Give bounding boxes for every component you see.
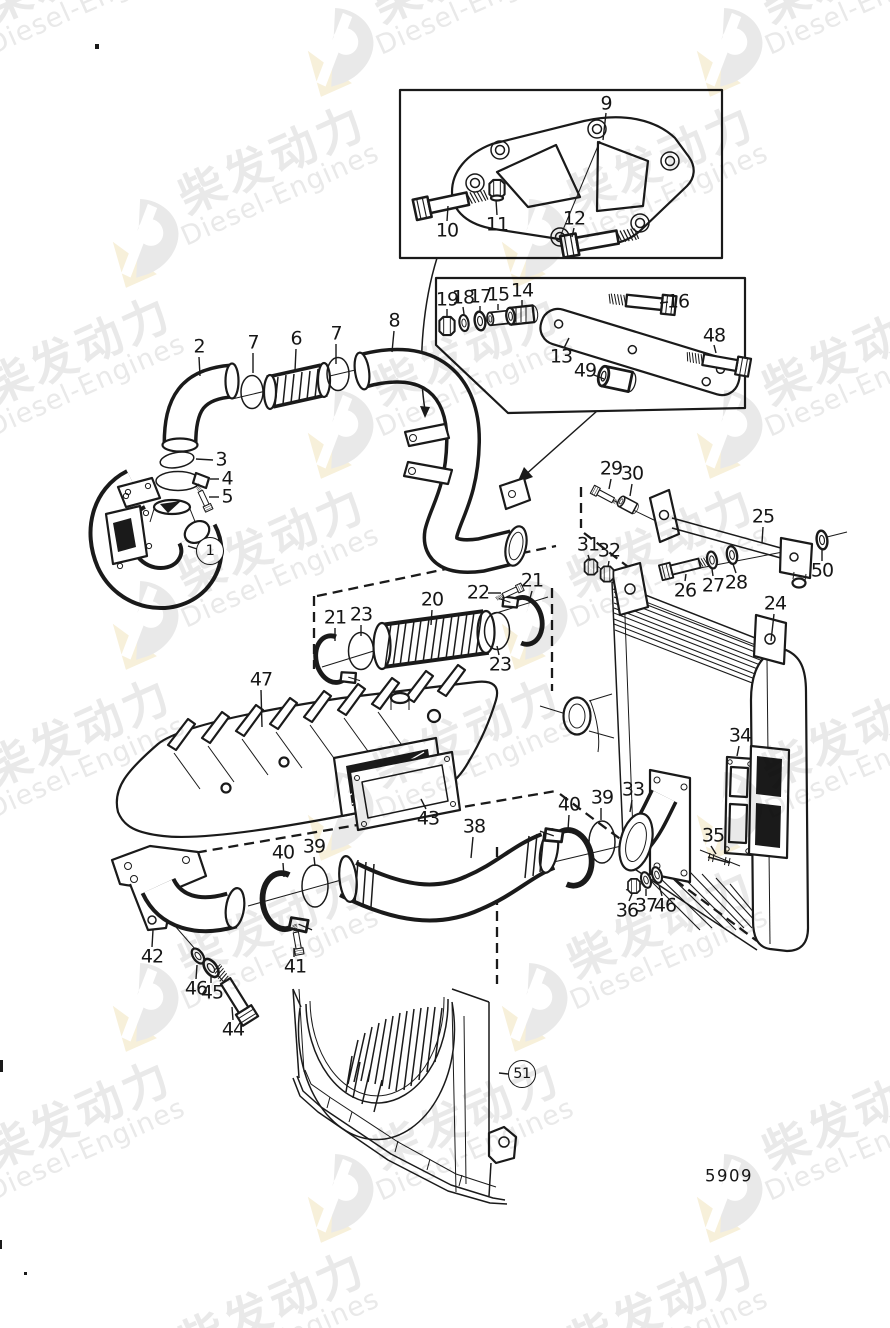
leader-line-1-21 <box>187 545 198 550</box>
intercooler-assembly <box>562 484 830 953</box>
leader-line-2-13 <box>198 356 201 377</box>
leader-line-16-9 <box>659 301 669 304</box>
scan-speckles <box>0 44 99 1275</box>
fan-shroud-51 <box>292 988 518 1205</box>
stay-rod-25 <box>671 517 789 561</box>
leader-line-20-24 <box>430 609 433 626</box>
washer-45 <box>199 955 223 981</box>
leader-line-34-38 <box>736 745 740 757</box>
leader-line-27-34 <box>711 568 714 577</box>
leader-line-8-17 <box>391 330 395 353</box>
washer-28 <box>724 544 740 566</box>
o-ring-39-left <box>301 864 329 908</box>
leader-line-10-1 <box>446 205 449 222</box>
leader-line-33-39 <box>629 799 633 813</box>
leader-line-49-11 <box>593 374 605 380</box>
support-plate-inset-box <box>434 276 753 483</box>
leader-line-13-10 <box>563 337 570 349</box>
leader-line-24-37 <box>770 613 775 642</box>
bushing-30 <box>615 494 641 516</box>
bellows-assembly <box>311 582 547 691</box>
leader-line-3-18 <box>195 458 214 461</box>
leader-line-23-27 <box>496 645 500 656</box>
leader-line-51-56 <box>498 1072 509 1075</box>
leader-line-48-12 <box>713 344 717 354</box>
leader-line-47-46 <box>260 689 263 728</box>
leader-line-30-29 <box>629 483 633 497</box>
manifold-assembly <box>115 663 499 839</box>
bolt-44 <box>207 960 260 1027</box>
leader-line-31-31 <box>587 554 591 562</box>
elbow-42 <box>110 844 208 894</box>
leader-line-40-49 <box>282 862 285 878</box>
elbow-33 <box>618 812 654 872</box>
leader-line-40-41 <box>567 814 570 831</box>
leader-line-39-50 <box>313 856 316 867</box>
nut-36 <box>627 878 641 894</box>
leader-line-46-45 <box>658 884 663 897</box>
plate-13 <box>539 307 741 397</box>
leader-line-44-55 <box>231 1006 234 1021</box>
o-ring-39-right <box>588 820 616 864</box>
bushing-14 <box>504 303 540 327</box>
callout-leader-lines <box>151 112 823 1075</box>
leader-line-36-43 <box>628 893 633 902</box>
leader-line-26-33 <box>684 573 687 582</box>
lower-hose-assembly <box>110 820 616 1027</box>
elbow-2 <box>161 437 199 453</box>
clamp-40-left <box>259 870 312 938</box>
leader-line-38-48 <box>470 836 474 859</box>
leader-line-11-2 <box>495 199 498 216</box>
turbo-inlet-assembly <box>88 347 532 610</box>
leader-line-29-28 <box>608 478 612 490</box>
leader-line-42-51 <box>151 929 154 948</box>
hose-6 <box>262 373 278 411</box>
leader-line-35-42 <box>710 845 717 855</box>
nut-32 <box>599 565 615 583</box>
washer-50 <box>814 528 830 552</box>
leader-line-25-30 <box>761 526 764 544</box>
leader-line-28-35 <box>732 563 737 574</box>
leader-line-32-32 <box>607 560 610 568</box>
o-ring-23-left <box>347 631 375 671</box>
leader-line-12-3 <box>571 227 575 238</box>
leader-line-9-0 <box>602 112 607 141</box>
drawing-number: 5909 <box>705 1166 753 1186</box>
pipe-8 <box>353 351 371 391</box>
leader-line-18-5 <box>462 306 465 315</box>
leader-line-43-47 <box>420 798 427 810</box>
nut-31 <box>583 558 599 576</box>
leader-line-46-53 <box>195 964 198 980</box>
seal-ring-3 <box>159 451 195 469</box>
nut-19 <box>438 315 456 337</box>
leader-line-6-15 <box>294 348 297 372</box>
